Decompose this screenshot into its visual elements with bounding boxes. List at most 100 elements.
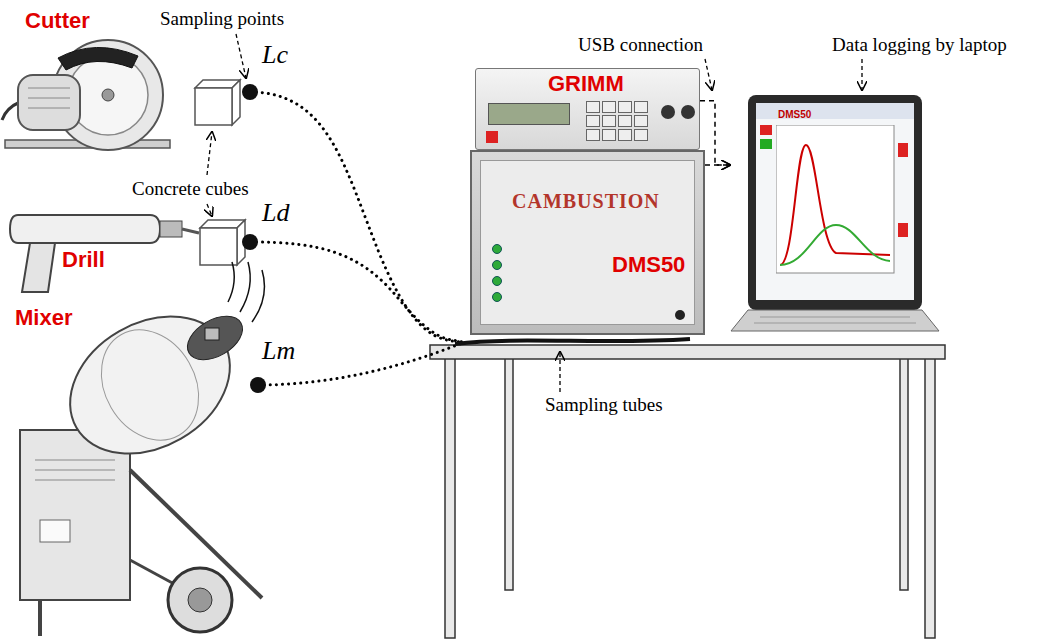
illustration-part: [182, 229, 199, 233]
illustration-part: [250, 92, 462, 342]
illustration-part: [240, 262, 250, 312]
illustration-part: [180, 307, 250, 368]
illustration-part: [35, 480, 115, 481]
callout-text: Sampling points: [160, 8, 284, 30]
sample-inlet: [675, 310, 685, 320]
table: [430, 345, 945, 638]
sampling-line: [250, 92, 462, 385]
length-symbol-holder: Ld: [262, 198, 289, 228]
illustration-part: [35, 470, 115, 471]
front-panel: [480, 160, 695, 325]
illustration-part: [900, 358, 908, 590]
tool-name-holder: Cutter: [25, 8, 90, 33]
control-knob: [661, 105, 675, 119]
illustration-part: [38, 600, 42, 636]
key-button: [618, 115, 632, 127]
key-button: [602, 129, 616, 141]
key-button: [634, 129, 648, 141]
illustration-part: [207, 132, 212, 175]
callout-text: Sampling tubes: [545, 394, 663, 416]
callout-text: USB connection: [578, 34, 703, 56]
key-button: [586, 101, 600, 113]
illustration-part: [188, 588, 212, 612]
tool-name: Mixer: [15, 305, 72, 330]
illustration-part: [200, 220, 245, 228]
tool-name-holder: Drill: [62, 247, 105, 272]
illustration-part: [40, 520, 70, 542]
cutter-illustration: [2, 40, 170, 150]
tool-name-holder: Mixer: [15, 305, 72, 330]
keyboard-row: [754, 323, 916, 324]
laptop-screen: DMS50: [748, 95, 922, 310]
key-button: [602, 101, 616, 113]
illustration-part: [237, 220, 245, 265]
callout-text: Concrete cubes: [132, 178, 249, 200]
illustration-part: [2, 102, 20, 120]
callout-text: Data logging by laptop: [832, 34, 1007, 56]
illustration-part: [195, 88, 232, 125]
screen-window: DMS50: [756, 103, 914, 300]
status-led: [492, 260, 502, 270]
length-symbol: Ld: [262, 198, 289, 228]
laptop-base: [730, 309, 940, 335]
sampling-point: [250, 377, 266, 393]
device-name-holder: DMS50: [612, 252, 685, 277]
illustration-part: [35, 460, 115, 461]
plot-curve: [780, 145, 890, 265]
illustration-part: [205, 328, 219, 340]
lcd-display: [488, 103, 570, 125]
illustration-part: [130, 470, 262, 598]
illustration-part: [82, 312, 218, 457]
device-name: DMS50: [612, 252, 685, 277]
key-button: [634, 101, 648, 113]
status-led: [492, 292, 502, 302]
length-symbol: Lm: [262, 336, 295, 366]
length-symbol-holder: Lm: [262, 336, 295, 366]
key-button: [586, 115, 600, 127]
status-block: [760, 125, 772, 135]
sampling-point: [242, 84, 258, 100]
tool-name: Drill: [62, 247, 105, 272]
illustration-part: [236, 34, 246, 78]
illustration-part: [228, 262, 234, 302]
device-name-holder: GRIMM: [548, 71, 624, 96]
callout-text-holder: Sampling points: [160, 8, 284, 30]
illustration-part: [445, 358, 455, 638]
illustration-part: [5, 140, 170, 148]
illustration-part: [200, 228, 237, 265]
keyboard-row: [760, 317, 910, 318]
illustration-part: [10, 215, 160, 243]
window-title: DMS50: [778, 109, 811, 121]
screen-plot: [776, 125, 896, 275]
illustration-part: [28, 108, 70, 109]
callout-text-holder: Sampling tubes: [545, 394, 663, 416]
illustration-part: [505, 358, 513, 590]
illustration-part: [20, 430, 130, 600]
keyboard-deck: [731, 310, 939, 331]
tool-name: Cutter: [25, 8, 90, 33]
illustration-part: [28, 88, 70, 89]
plot-curve: [780, 225, 890, 265]
status-block: [898, 143, 908, 157]
sampling-point: [242, 234, 258, 250]
brand-name-holder: CAMBUSTION: [512, 190, 660, 213]
illustration-part: [18, 75, 80, 130]
illustration-part: [22, 243, 55, 292]
illustration-part: [232, 80, 240, 125]
illustration-part: [53, 40, 163, 150]
illustration-part: [705, 59, 712, 90]
illustration-part: [160, 221, 182, 237]
illustration-part: [207, 204, 212, 216]
callout-text-holder: USB connection: [578, 34, 703, 56]
brand-name: CAMBUSTION: [512, 190, 660, 213]
illustration-part: [430, 345, 945, 359]
control-knob: [681, 105, 695, 119]
callout-text-holder: Concrete cubes: [132, 178, 249, 200]
illustration-part: [861, 59, 862, 90]
status-led: [492, 244, 502, 254]
concrete-cube: [200, 220, 245, 265]
particle-counter: GRIMM: [475, 68, 700, 150]
data-logger-laptop: DMS50: [730, 95, 940, 335]
key-button: [586, 129, 600, 141]
